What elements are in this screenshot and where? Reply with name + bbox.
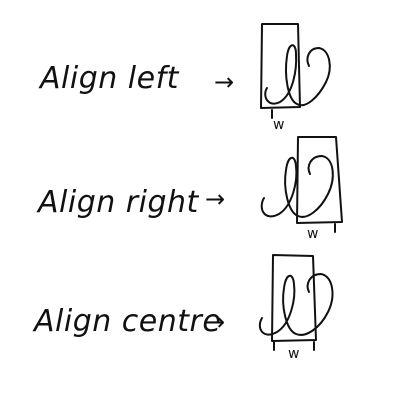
arrow-icon: → xyxy=(205,308,226,336)
glyph-box-centre xyxy=(258,254,334,351)
arrow-icon: → xyxy=(205,185,226,213)
width-mark: w xyxy=(307,226,318,242)
label-align-left: Align left xyxy=(38,61,180,96)
row-align-right: Align right → w xyxy=(36,136,343,242)
glyph-stroke xyxy=(258,273,334,336)
arrow-icon: → xyxy=(214,68,235,96)
width-ticks xyxy=(273,341,315,351)
width-mark: w xyxy=(288,346,299,362)
width-mark: w xyxy=(273,117,284,133)
glyph-bounding-box xyxy=(260,23,301,109)
row-align-centre: Align centre → w xyxy=(32,254,334,362)
label-align-right: Align right xyxy=(36,185,200,220)
glyph-box-right xyxy=(260,136,343,233)
glyph-bounding-box xyxy=(271,254,317,342)
glyph-box-left xyxy=(260,23,331,119)
glyph-stroke xyxy=(260,155,334,218)
glyph-bounding-box xyxy=(296,136,343,224)
row-align-left: Align left → w xyxy=(38,23,331,133)
label-align-centre: Align centre xyxy=(32,304,221,339)
glyph-stroke xyxy=(264,44,331,107)
